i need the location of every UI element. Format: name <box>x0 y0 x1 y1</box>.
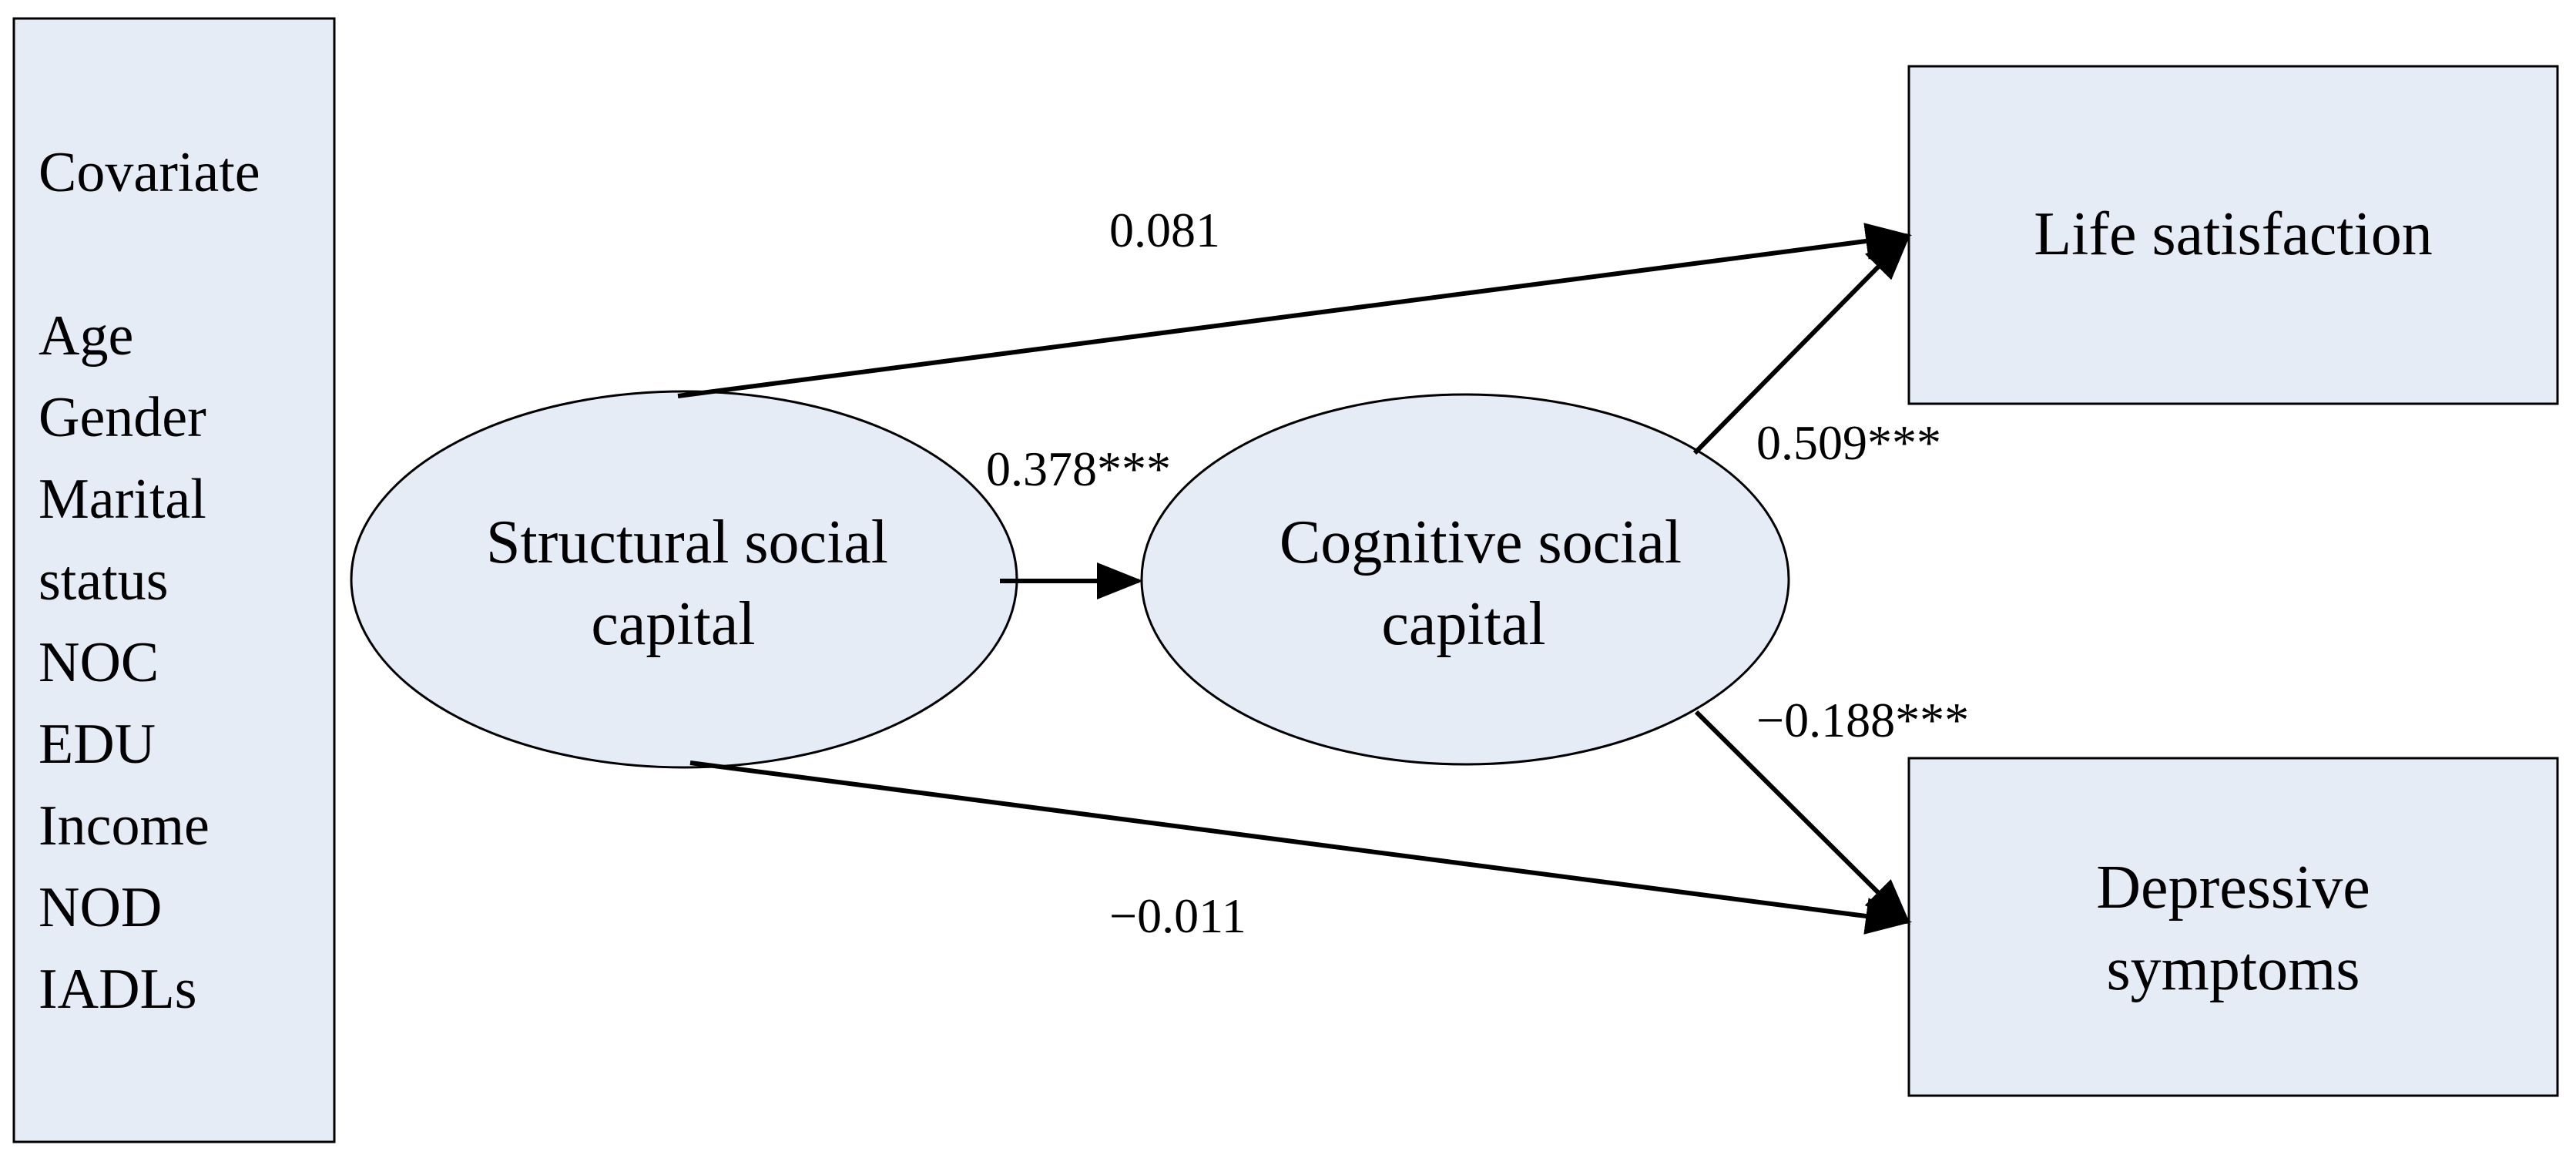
path-arrow-cognitive-to-life-satisfaction <box>1692 233 1911 455</box>
covariate-item-age: Age <box>39 304 133 368</box>
covariate-item-noc: NOC <box>39 631 159 694</box>
structural-social-capital-label-line1: Structural social <box>486 509 888 576</box>
covariate-item-edu: EDU <box>39 713 156 776</box>
coefficient-structural-to-life-satisfaction: 0.081 <box>1109 203 1220 257</box>
covariate-box <box>12 17 336 1143</box>
coefficient-cognitive-to-life-satisfaction: 0.509*** <box>1756 415 1941 470</box>
coefficient-cognitive-to-depressive: −0.188*** <box>1756 693 1969 747</box>
covariate-item-nod: NOD <box>39 876 162 939</box>
covariate-item-gender: Gender <box>39 386 206 449</box>
path-arrow-structural-to-depressive <box>689 760 1912 935</box>
depressive-symptoms-box <box>1907 757 2559 1097</box>
covariate-title: Covariate <box>39 141 260 204</box>
covariate-item-marital: Marital <box>39 468 206 531</box>
structural-social-capital-label-line2: capital <box>591 590 755 658</box>
covariate-item-status: status <box>39 549 169 613</box>
structural-social-capital-node <box>350 390 1018 769</box>
coefficient-structural-to-cognitive: 0.378*** <box>986 441 1171 496</box>
depressive-symptoms-label-line1: Depressive <box>2096 854 2370 922</box>
path-arrow-cognitive-to-depressive <box>1694 710 1911 925</box>
life-satisfaction-label: Life satisfaction <box>2034 200 2433 268</box>
cognitive-social-capital-label-line2: capital <box>1381 590 1545 658</box>
depressive-symptoms-label-line2: symptoms <box>2107 935 2360 1003</box>
covariate-item-income: Income <box>39 794 210 858</box>
path-arrow-structural-to-life-satisfaction <box>677 223 1912 398</box>
coefficient-structural-to-depressive: −0.011 <box>1109 888 1246 943</box>
cognitive-social-capital-node <box>1140 393 1790 766</box>
life-satisfaction-box <box>1907 65 2559 405</box>
covariate-item-iadls: IADLs <box>39 958 197 1021</box>
cognitive-social-capital-label-line1: Cognitive social <box>1280 509 1682 576</box>
